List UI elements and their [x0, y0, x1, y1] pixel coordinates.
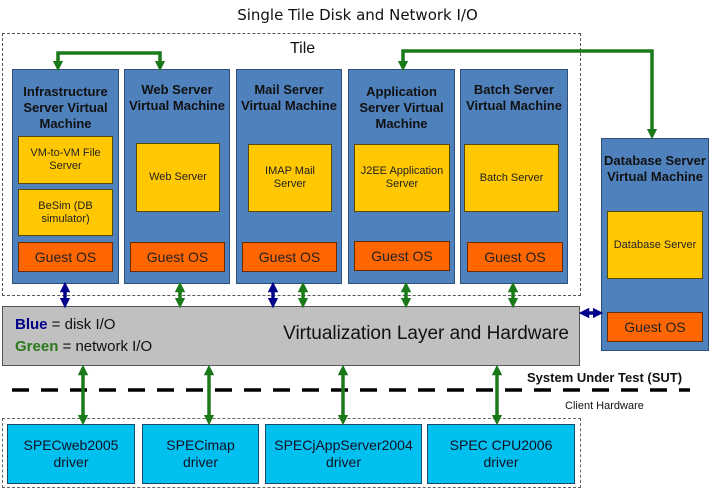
vm-title: Web Server Virtual Machine — [129, 82, 225, 113]
vm-web-server: Web Server Virtual Machine Web Server Gu… — [124, 69, 230, 284]
network-arrow-app-db — [397, 49, 658, 140]
vm-title: Infrastructure Server Virtual Machine — [23, 84, 108, 131]
client-hardware-boundary — [2, 418, 581, 488]
legend-key-green: Green — [15, 338, 59, 355]
vm-title: Database Server Virtual Machine — [604, 153, 706, 184]
legend-desc: = disk I/O — [47, 316, 116, 333]
vm-infrastructure-server: Infrastructure Server Virtual Machine VM… — [12, 69, 119, 284]
app-imap-mail-server: IMAP Mail Server — [248, 144, 332, 212]
guest-os: Guest OS — [18, 242, 113, 272]
driver-name: SPECjAppServer2004 — [274, 437, 413, 453]
legend-disk-io: Blue = disk I/O — [15, 316, 115, 333]
driver-sub: driver — [325, 454, 361, 470]
guest-os: Guest OS — [607, 312, 703, 342]
driver-sub: driver — [483, 454, 519, 470]
app-batch-server: Batch Server — [464, 144, 559, 212]
network-arrow-infra-web — [52, 51, 166, 72]
driver-name: SPECweb2005 — [23, 437, 119, 453]
app-database-server: Database Server — [607, 211, 703, 279]
diagram-title: Single Tile Disk and Network I/O — [237, 6, 478, 24]
vm-database-server: Database Server Virtual Machine Database… — [601, 138, 709, 351]
app-web-server: Web Server — [136, 143, 220, 212]
app-vm-to-vm-file-server: VM-to-VM File Server — [18, 136, 113, 184]
guest-os: Guest OS — [467, 242, 563, 272]
virtualization-layer: Blue = disk I/O Green = network I/O Virt… — [2, 306, 580, 366]
virtualization-label: Virtualization Layer and Hardware — [283, 323, 569, 344]
sut-label: System Under Test (SUT) — [527, 370, 683, 385]
guest-os: Guest OS — [130, 242, 225, 272]
app-j2ee-application-server: J2EE Application Server — [354, 144, 450, 212]
driver-name: SPECimap — [166, 437, 235, 453]
app-besim: BeSim (DB simulator) — [18, 189, 113, 236]
driver-sub: driver — [182, 454, 218, 470]
vm-mail-server: Mail Server Virtual Machine IMAP Mail Se… — [236, 69, 342, 284]
client-hardware-label: Client Hardware — [565, 400, 644, 412]
legend-desc: = network I/O — [58, 338, 153, 355]
guest-os: Guest OS — [242, 242, 337, 272]
legend-key-blue: Blue — [15, 316, 48, 333]
tile-boundary — [2, 33, 581, 296]
vm-title: Mail Server Virtual Machine — [241, 82, 337, 113]
tile-label: Tile — [290, 40, 316, 57]
guest-os: Guest OS — [354, 241, 450, 271]
legend-network-io: Green = network I/O — [15, 338, 152, 355]
driver-sub: driver — [53, 454, 89, 470]
driver-name: SPEC CPU2006 — [449, 437, 553, 453]
